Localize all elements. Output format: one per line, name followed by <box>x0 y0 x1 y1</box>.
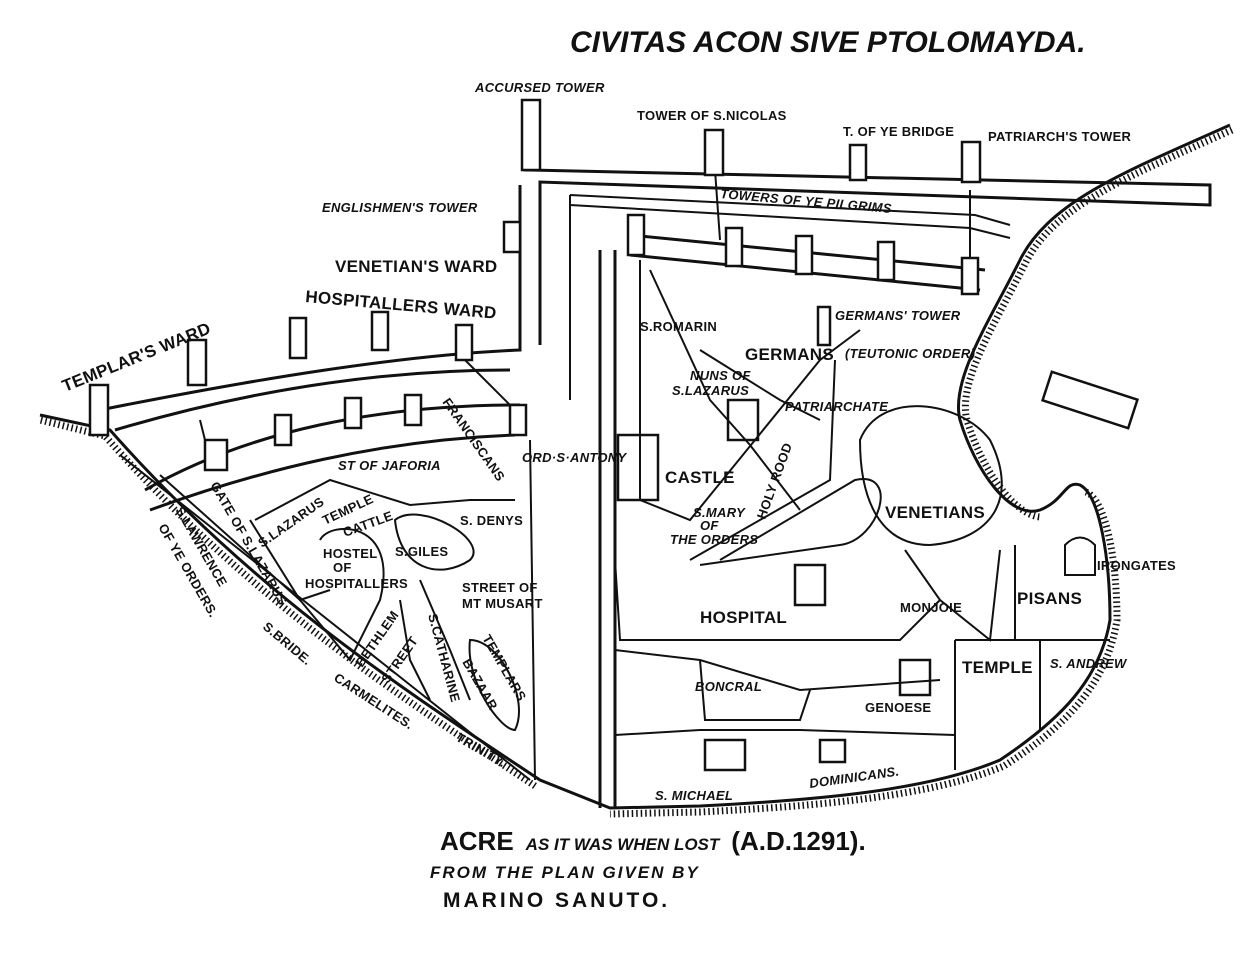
label-street: STREET <box>378 634 421 686</box>
caption-line-1: ACRE AS IT WAS WHEN LOST (A.D.1291). <box>440 826 866 856</box>
tower-icon <box>724 226 744 268</box>
label-nuns-2: S.LAZARUS <box>672 383 749 398</box>
tower-icon <box>370 310 390 352</box>
label-s-michael: S. MICHAEL <box>655 788 733 803</box>
label-tower-s-nicolas: TOWER OF S.NICOLAS <box>637 108 787 123</box>
label-s-bride: S.BRIDE. <box>260 619 315 668</box>
label-t-bridge: T. OF YE BRIDGE <box>843 124 954 139</box>
label-patriarchs-tower: PATRIARCH'S TOWER <box>988 129 1132 144</box>
label-st-jaforia: ST OF JAFORIA <box>338 458 441 473</box>
label-hostel-2: OF <box>333 560 352 575</box>
label-venetians: VENETIANS <box>885 503 985 522</box>
label-holy-rood: HOLY ROOD <box>754 441 795 521</box>
nuns-church-icon <box>726 398 760 442</box>
tower-s-nicolas-icon <box>703 128 725 177</box>
caption-line-3: MARINO SANUTO. <box>443 889 670 912</box>
streets <box>119 260 1110 781</box>
caption-when-lost: AS IT WAS WHEN LOST <box>525 835 721 854</box>
tower-icon <box>403 393 423 427</box>
label-englishmens-tower: ENGLISHMEN'S TOWER <box>322 200 478 215</box>
germans-tower-icon <box>816 305 832 347</box>
label-s-romarin: S.ROMARIN <box>640 319 717 334</box>
tower-icon <box>508 403 528 437</box>
towers <box>88 98 1140 772</box>
tower-icon <box>186 338 208 387</box>
castle-icon <box>616 433 660 502</box>
label-pisans: PISANS <box>1017 589 1082 608</box>
label-boncral: BONCRAL <box>695 679 762 694</box>
englishmens-tower-icon <box>502 220 522 254</box>
label-temple: TEMPLE <box>962 658 1033 677</box>
map-caption: ACRE AS IT WAS WHEN LOST (A.D.1291). FRO… <box>430 826 866 912</box>
label-street-musart-2: MT MUSART <box>462 596 543 611</box>
label-patriarchate: PATRIARCHATE <box>785 399 888 414</box>
label-irongates: IRONGATES <box>1097 558 1176 573</box>
caption-acre: ACRE <box>440 826 514 856</box>
label-s-catharine: S.CATHARINE <box>425 612 463 704</box>
label-ord-s-antony: ORD·S·ANTONY <box>522 450 627 465</box>
tower-bridge-icon <box>848 143 868 182</box>
label-s-denys: S. DENYS <box>460 513 523 528</box>
label-trinity: TRINITY. <box>454 730 509 771</box>
label-street-musart-1: STREET OF <box>462 580 538 595</box>
genoese-building-icon <box>898 658 932 697</box>
label-venetians-ward: VENETIAN'S WARD <box>335 257 498 276</box>
tower-icon <box>876 240 896 282</box>
label-hospital: HOSPITAL <box>700 608 787 627</box>
label-castle: CASTLE <box>665 468 735 487</box>
caption-line-2: FROM THE PLAN GIVEN BY <box>430 863 700 882</box>
label-hostel-1: HOSTEL <box>323 546 378 561</box>
tower-of-flies-icon <box>1040 370 1140 430</box>
irongates-icon <box>1064 536 1096 576</box>
label-hospitallers-ward: HOSPITALLERS WARD <box>305 287 498 323</box>
inner-walls <box>199 169 986 808</box>
label-s-mary-3: THE ORDERS <box>670 532 758 547</box>
patriarchs-tower-icon <box>960 140 982 184</box>
label-dominicans: DOMINICANS. <box>808 763 900 790</box>
label-genoese: GENOESE <box>865 700 931 715</box>
label-s-andrew: S. ANDREW <box>1050 656 1128 671</box>
tower-icon <box>794 234 814 276</box>
gate-tower-icon <box>203 438 229 472</box>
accursed-tower-icon <box>520 98 542 172</box>
label-s-mary-2: OF <box>700 518 719 533</box>
tower-icon <box>960 256 980 296</box>
tower-icon <box>288 316 308 360</box>
tower-icon <box>273 413 293 447</box>
tower-icon <box>626 213 646 257</box>
s-michael-church-icon <box>703 738 747 772</box>
tower-icon <box>343 396 363 430</box>
label-s-giles: S.GILES <box>395 544 448 559</box>
label-monjoie: MONJOIE <box>900 600 962 615</box>
label-accursed-tower: ACCURSED TOWER <box>474 80 605 95</box>
label-hostel-3: HOSPITALLERS <box>305 576 408 591</box>
hospital-building-icon <box>793 563 827 607</box>
label-nuns-1: NUNS OF <box>690 368 751 383</box>
tower-icon <box>454 323 474 362</box>
caption-date: (A.D.1291). <box>731 826 865 856</box>
templars-tower-icon <box>88 383 110 437</box>
label-s-mary-1: S.MARY <box>693 505 746 520</box>
label-s-lazarus: S.LAZARUS <box>255 494 327 551</box>
dominicans-church-icon <box>818 738 847 764</box>
map-title: CIVITAS ACON SIVE PTOLOMAYDA. <box>570 26 1086 59</box>
label-germans: GERMANS <box>745 345 834 364</box>
label-teutonic-order: (TEUTONIC ORDER) <box>845 346 975 361</box>
label-germans-tower: GERMANS' TOWER <box>835 308 961 323</box>
